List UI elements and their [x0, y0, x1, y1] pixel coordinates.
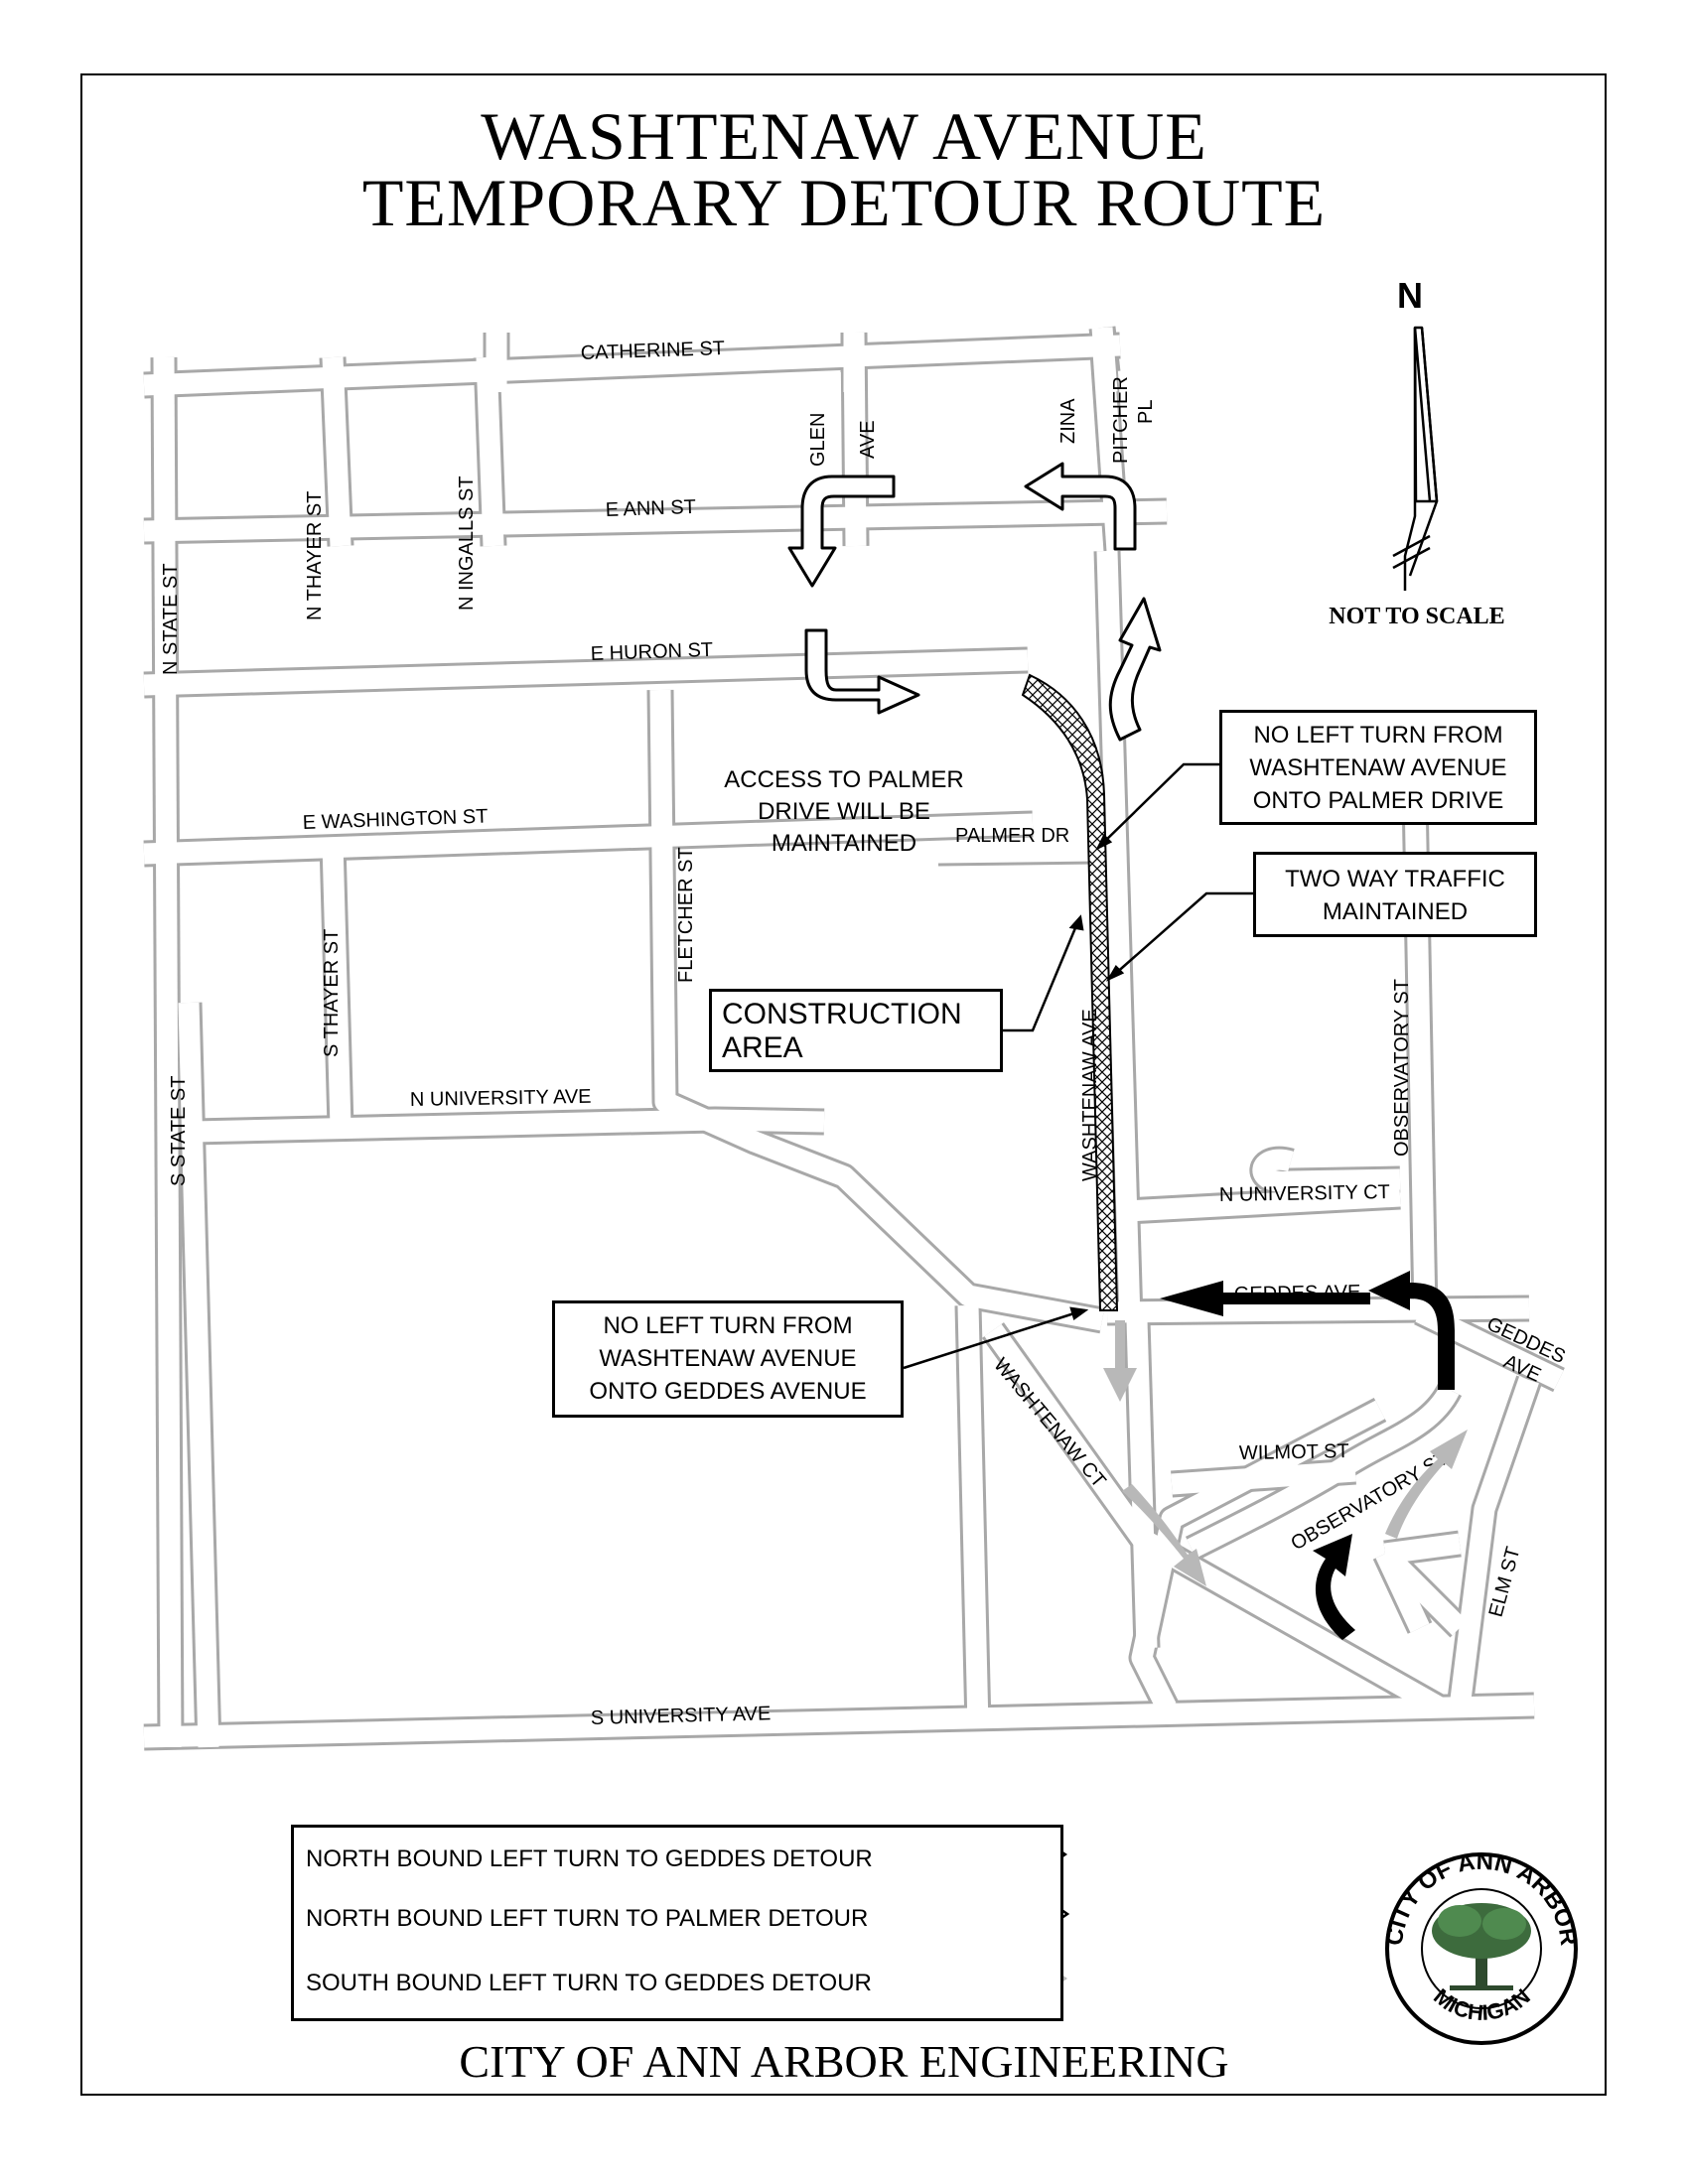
palmer-detour-arrow-ann-glen: [787, 475, 896, 588]
street-label-n-ingalls: N INGALLS ST: [456, 476, 478, 611]
geddes-detour-arrow-washtenaw-s: [1313, 1534, 1355, 1640]
palmer-detour-arrow-washtenaw-north: [1108, 597, 1162, 742]
geddes-detour-arrow-observatory-curve: [1368, 1271, 1455, 1390]
street-label-n-state: N STATE ST: [160, 563, 182, 675]
geddes-detour-arrow-geddes-ave: [1160, 1281, 1370, 1316]
street-label-e-huron: E HURON ST: [590, 639, 713, 665]
southbound-arrow-washtenaw: [1103, 1320, 1137, 1402]
no-left-palmer-line-2: WASHTENAW AVENUE: [1249, 754, 1507, 781]
no-left-palmer-line-1: NO LEFT TURN FROM: [1253, 722, 1503, 749]
street-label-palmer-dr: PALMER DR: [955, 825, 1069, 847]
footer-engineering: CITY OF ANN ARBOR ENGINEERING: [459, 2036, 1229, 2087]
two-way-line-2: MAINTAINED: [1322, 898, 1469, 925]
palmer-access-line-2: DRIVE WILL BE: [758, 798, 930, 825]
no-left-geddes-line-2: WASHTENAW AVENUE: [599, 1345, 857, 1372]
construction-line-1: CONSTRUCTION: [722, 998, 962, 1030]
street-label-observatory-north: OBSERVATORY ST: [1391, 979, 1413, 1157]
no-left-geddes-line-3: ONTO GEDDES AVENUE: [589, 1378, 867, 1405]
two-way-traffic-box: TWO WAY TRAFFIC MAINTAINED: [1253, 852, 1537, 937]
street-label-n-university-ct: N UNIVERSITY CT: [1219, 1181, 1390, 1206]
road-network: [143, 326, 1565, 1751]
map-frame: [80, 73, 1607, 2096]
southbound-arrow-washtenaw-ct: [1122, 1484, 1206, 1586]
construction-area-hatch: [1021, 673, 1119, 1311]
street-label-n-thayer: N THAYER ST: [304, 491, 326, 620]
construction-area-box: CONSTRUCTION AREA: [709, 989, 1003, 1072]
not-to-scale-label: NOT TO SCALE: [1329, 604, 1504, 629]
palmer-access-line-1: ACCESS TO PALMER: [724, 766, 963, 793]
street-label-s-thayer: S THAYER ST: [321, 929, 343, 1057]
construction-line-2: AREA: [722, 1031, 803, 1064]
street-label-s-state: S STATE ST: [168, 1076, 190, 1187]
street-label-e-ann: E ANN ST: [605, 496, 696, 521]
north-arrow-icon: [1392, 326, 1439, 591]
street-label-zina: ZINA: [1057, 398, 1079, 444]
southbound-arrow-observatory: [1385, 1430, 1468, 1539]
street-label-e-washington: E WASHINGTON ST: [302, 805, 488, 834]
street-label-washtenaw-ct: WASHTENAW CT: [989, 1354, 1110, 1492]
street-label-wilmot: WILMOT ST: [1239, 1440, 1349, 1464]
palmer-access-line-3: MAINTAINED: [772, 830, 916, 857]
no-left-turn-palmer-box: NO LEFT TURN FROM WASHTENAW AVENUE ONTO …: [1219, 710, 1537, 825]
oak-tree-seal-icon: [1432, 1903, 1531, 1990]
street-label-fletcher: FLETCHER ST: [675, 847, 697, 983]
street-label-washtenaw-ave: WASHTENAW AVE: [1079, 1009, 1101, 1181]
street-label-glen-ave: AVE: [857, 420, 879, 459]
street-label-catherine: CATHERINE ST: [580, 338, 725, 364]
map-title-line-2: TEMPORARY DETOUR ROUTE: [361, 165, 1327, 240]
legend-item-palmer-northbound: NORTH BOUND LEFT TURN TO PALMER DETOUR: [306, 1905, 869, 1932]
no-left-palmer-line-3: ONTO PALMER DRIVE: [1252, 787, 1504, 814]
street-label-pitcher-pl: PL: [1135, 400, 1157, 424]
street-label-s-university-ave: S UNIVERSITY AVE: [591, 1703, 772, 1729]
city-seal: CITY OF ANN ARBOR MICHIGAN: [1381, 1848, 1582, 2045]
street-label-pitcher: PITCHER: [1110, 376, 1132, 464]
legend: NORTH BOUND LEFT TURN TO GEDDES DETOUR N…: [291, 1825, 1063, 2021]
street-label-n-university-ave: N UNIVERSITY AVE: [410, 1086, 592, 1111]
no-left-turn-geddes-box: NO LEFT TURN FROM WASHTENAW AVENUE ONTO …: [552, 1300, 904, 1418]
palmer-detour-arrow-zina: [1024, 462, 1137, 551]
north-label: N: [1397, 275, 1423, 316]
street-label-glen: GLEN: [807, 413, 829, 467]
map-title-line-1: WASHTENAW AVENUE: [481, 98, 1207, 174]
legend-item-geddes-southbound: SOUTH BOUND LEFT TURN TO GEDDES DETOUR: [306, 1970, 872, 1996]
legend-item-geddes-northbound: NORTH BOUND LEFT TURN TO GEDDES DETOUR: [306, 1845, 873, 1872]
no-left-geddes-line-1: NO LEFT TURN FROM: [603, 1312, 853, 1339]
palmer-detour-arrow-huron: [804, 628, 920, 715]
two-way-line-1: TWO WAY TRAFFIC: [1285, 866, 1505, 892]
